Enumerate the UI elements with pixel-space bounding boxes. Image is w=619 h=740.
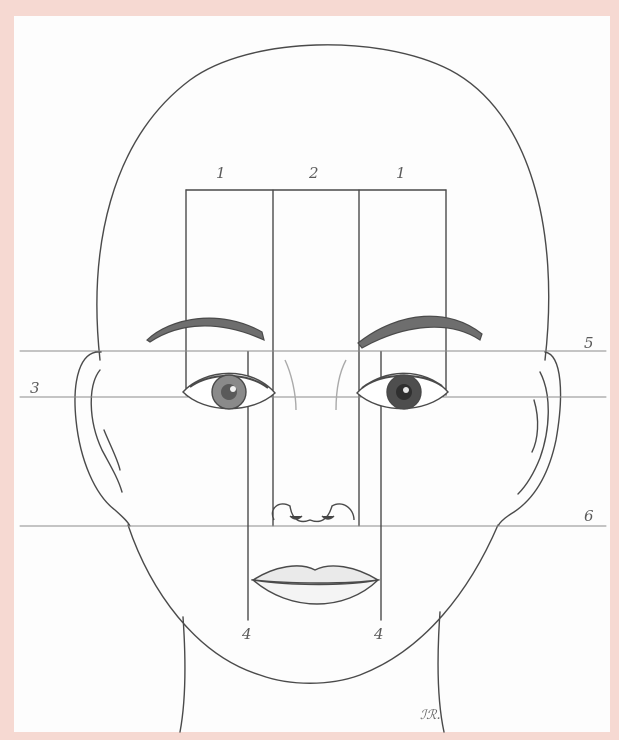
right-ear [498,352,561,526]
right-browline-label: 5 [584,336,594,351]
left-eyebrow [147,318,264,342]
right-eye [357,373,448,409]
right-earbase-label: 6 [584,509,594,524]
neck-left [180,617,185,732]
left-ear-detail [104,430,120,470]
right-ear-detail [532,400,538,452]
top-middle-label: 2 [309,166,319,181]
top-right-label: 1 [396,166,406,181]
artist-signature: ℐℛ. [420,708,441,723]
top-left-label: 1 [216,166,226,181]
right-eyebrow [358,316,482,348]
left-ear [75,352,130,526]
left-eyeline-label: 3 [30,381,40,396]
nose [272,360,354,521]
left-ear-inner [91,370,122,492]
head-outline [97,45,549,360]
mouth-left-label: 4 [242,627,252,642]
left-eye [183,373,275,409]
mouth [253,566,378,604]
mouth-right-label: 4 [374,627,384,642]
